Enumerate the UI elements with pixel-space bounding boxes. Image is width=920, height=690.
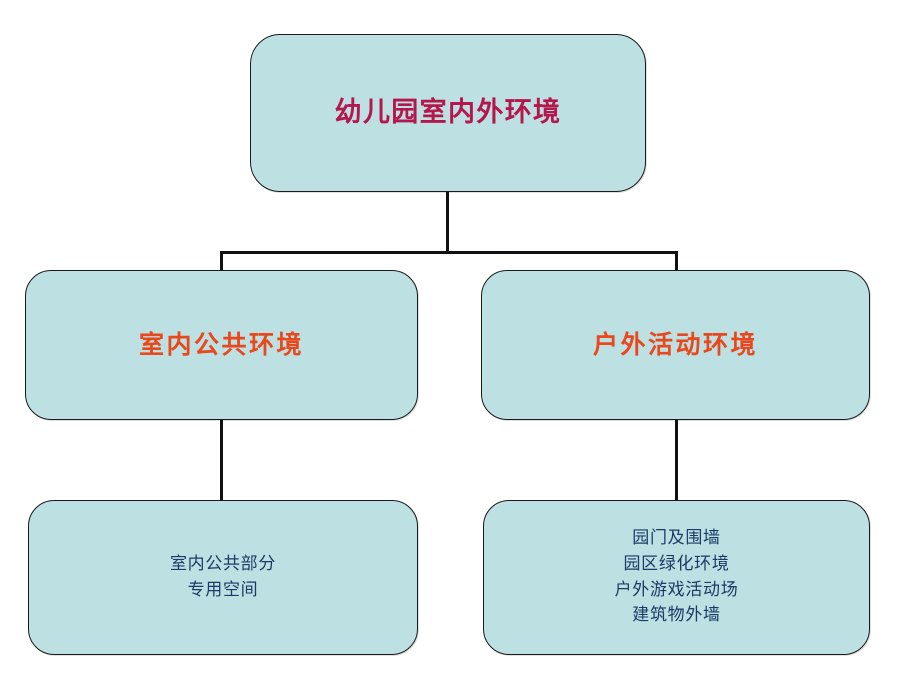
list-item: 专用空间	[187, 579, 259, 600]
connector-drop-to-indoor	[220, 251, 223, 272]
node-root-label: 幼儿园室内外环境	[334, 97, 562, 129]
list-item: 园门及围墙	[632, 527, 721, 548]
node-indoor-environment[interactable]: 室内公共环境	[25, 270, 418, 420]
node-root[interactable]: 幼儿园室内外环境	[250, 34, 646, 192]
node-outdoor-items-label: 园门及围墙 园区绿化环境 户外游戏活动场 建筑物外墙	[484, 526, 869, 629]
connector-horizontal-bus	[220, 251, 678, 254]
list-item: 室内公共部分	[169, 554, 277, 574]
connector-indoor-to-items	[220, 420, 223, 501]
node-outdoor-environment-label: 户外活动环境	[592, 329, 758, 359]
node-indoor-items-label: 室内公共部分 专用空间	[29, 552, 417, 603]
connector-root-stem	[446, 192, 449, 254]
connector-drop-to-outdoor	[675, 251, 678, 272]
node-outdoor-environment[interactable]: 户外活动环境	[481, 270, 870, 420]
list-item: 户外游戏活动场	[614, 579, 739, 600]
list-item: 建筑物外墙	[632, 605, 721, 626]
node-outdoor-items[interactable]: 园门及围墙 园区绿化环境 户外游戏活动场 建筑物外墙	[483, 500, 870, 655]
node-indoor-items[interactable]: 室内公共部分 专用空间	[28, 500, 418, 655]
node-indoor-environment-label: 室内公共环境	[138, 329, 304, 359]
list-item: 园区绿化环境	[623, 553, 730, 574]
connector-outdoor-to-items	[675, 420, 678, 501]
